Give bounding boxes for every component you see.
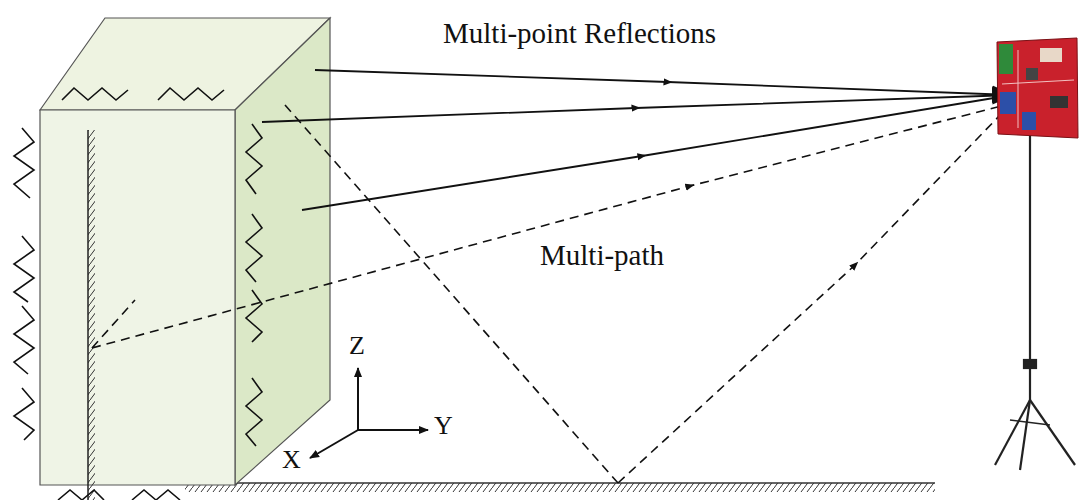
reflection-ray	[262, 70, 1012, 210]
axis-label: X	[282, 446, 301, 475]
pole	[88, 130, 95, 500]
tripod	[995, 135, 1075, 470]
multipath-ray	[92, 105, 1005, 483]
target-box	[40, 18, 330, 485]
annotation-label: Multi-point Reflections	[443, 18, 716, 50]
annotation-label: Multi-path	[540, 240, 664, 272]
radar-board	[997, 38, 1078, 138]
ground	[185, 483, 935, 492]
axis-arrows	[310, 368, 428, 458]
scatter-symbol	[14, 88, 262, 500]
axis-label: Y	[434, 412, 453, 441]
axis-label: Z	[349, 332, 365, 361]
